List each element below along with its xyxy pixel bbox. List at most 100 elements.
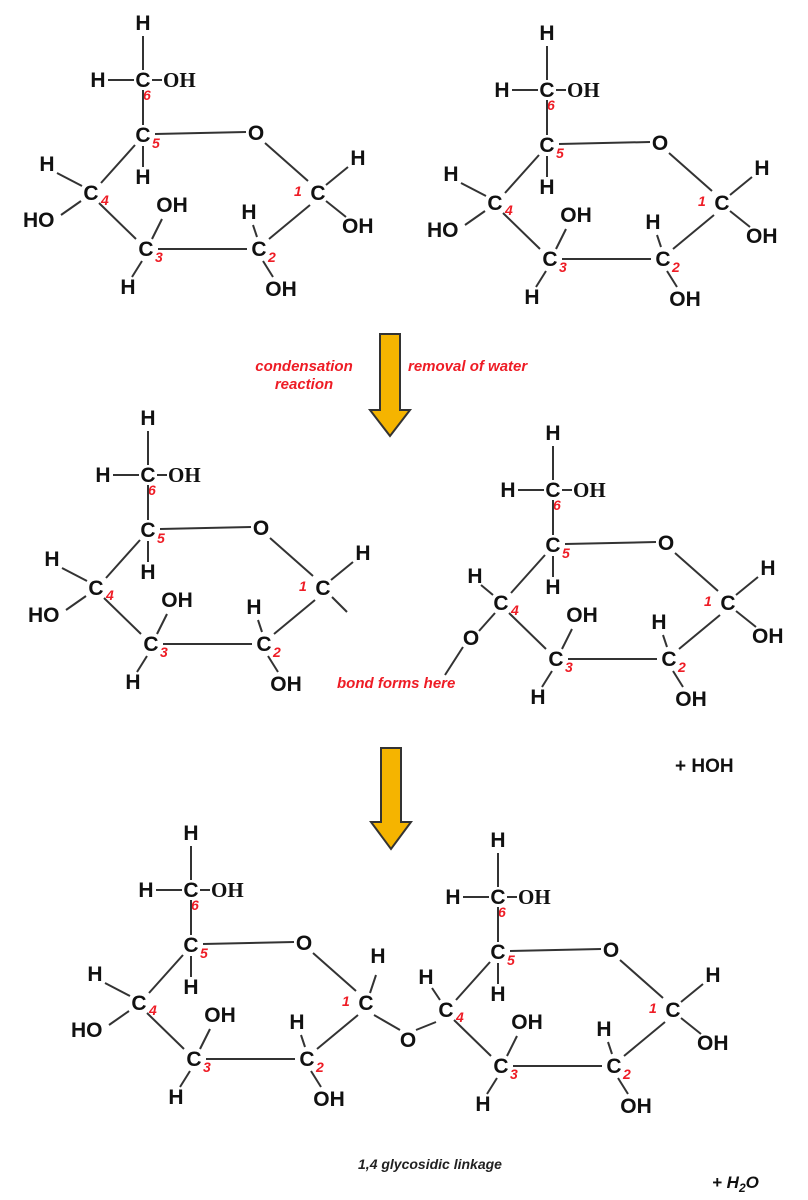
glycosidic-bridge: O: [373, 1014, 437, 1052]
bond-line: [269, 537, 314, 577]
carbon-number-2: 2: [622, 1066, 631, 1082]
hydrogen-atom: H: [475, 1093, 490, 1116]
hydrogen-atom: H: [138, 879, 153, 902]
carbon-5-atom: C: [183, 934, 198, 957]
bond-line: [325, 200, 347, 218]
carbon-number-1: 1: [698, 193, 706, 209]
hydroxyl-group: HO: [427, 219, 459, 242]
carbon-number-3: 3: [203, 1059, 211, 1075]
carbon-number-3: 3: [565, 659, 573, 675]
hydrogen-atom: H: [490, 829, 505, 852]
bond-line: [267, 655, 279, 673]
carbon-6-atom: C: [490, 886, 505, 909]
bond-line: [60, 200, 82, 216]
condensation-label-line1: condensation: [255, 358, 353, 375]
carbon-2-atom: C: [299, 1048, 314, 1071]
hydrogen-atom: H: [87, 963, 102, 986]
bond-forms-here-label: bond forms here: [337, 675, 455, 692]
bond-line: [108, 1010, 130, 1026]
hydrogen-atom: H: [350, 147, 365, 170]
hydroxyl-group: HO: [71, 1019, 103, 1042]
hydrogen-atom: H: [754, 157, 769, 180]
water-hoh-label: + HOH: [675, 756, 734, 777]
carbon-number-3: 3: [155, 249, 163, 265]
hydrogen-atom: H: [90, 69, 105, 92]
bond-line: [617, 1077, 629, 1095]
glycosidic-oxygen-atom: O: [400, 1029, 416, 1052]
ring-oxygen-atom: O: [296, 932, 312, 955]
hydroxyl-group: OH: [270, 673, 302, 696]
hydrogen-atom: H: [645, 211, 660, 234]
hydrogen-atom: H: [246, 596, 261, 619]
reaction-arrow-2: [369, 747, 413, 851]
ring-oxygen-atom: O: [652, 132, 668, 155]
water-h2o-prefix: + H: [712, 1173, 740, 1192]
hydrogen-atom: H: [418, 966, 433, 989]
hydrogen-atom: H: [596, 1018, 611, 1041]
bond-line: [735, 576, 759, 596]
hydroxyl-group: OH: [746, 225, 778, 248]
carbon-5-atom: C: [545, 534, 560, 557]
bond-line: [131, 260, 143, 278]
bond-line: [159, 526, 252, 530]
bond-line: [330, 561, 354, 581]
bond-line: [464, 210, 486, 226]
hydroxyl-group: HO: [28, 604, 60, 627]
hydrogen-atom: H: [44, 548, 59, 571]
bond-line: [104, 982, 131, 997]
carbon-6-atom: C: [539, 79, 554, 102]
bond-line: [502, 212, 541, 250]
carbon-4-atom: C: [88, 577, 103, 600]
hydrogen-atom: H: [490, 983, 505, 1006]
carbon-number-1: 1: [649, 1000, 657, 1016]
carbon-3-atom: C: [493, 1055, 508, 1078]
carbon-4-atom: C: [438, 999, 453, 1022]
hydrogen-atom: H: [140, 407, 155, 430]
bond-line: [668, 152, 713, 192]
bond-line: [455, 961, 491, 1001]
bond-line: [460, 182, 487, 197]
carbon-number-5: 5: [556, 145, 564, 161]
carbon-4-atom: C: [487, 192, 502, 215]
hydrogen-atom: H: [500, 479, 515, 502]
hydroxyl-group: OH: [620, 1095, 652, 1118]
carbon-number-4: 4: [504, 202, 513, 218]
hydrogen-atom: H: [39, 153, 54, 176]
carbon-number-5: 5: [507, 952, 515, 968]
water-h2o-oxygen: O: [746, 1173, 759, 1192]
bond-line: [555, 228, 567, 250]
hydroxyl-group: OH: [342, 215, 374, 238]
bond-line: [98, 202, 137, 240]
carbon-number-5: 5: [157, 530, 165, 546]
bond-line: [729, 176, 753, 196]
bond-line: [136, 655, 148, 673]
carbon-4-atom: C: [131, 992, 146, 1015]
bond-line: [480, 584, 494, 596]
carbon-1-atom: C: [714, 192, 729, 215]
ring-oxygen-atom: O: [603, 939, 619, 962]
hydrogen-atom: H: [183, 822, 198, 845]
bond-line: [535, 270, 547, 288]
bond-line: [268, 204, 311, 240]
bond-line: [273, 599, 316, 635]
bond-line: [672, 670, 684, 688]
carbon-number-5: 5: [562, 545, 570, 561]
hydrogen-atom: H: [241, 201, 256, 224]
carbon-number-1: 1: [342, 993, 350, 1009]
hydrogen-atom: H: [183, 976, 198, 999]
carbon-number-4: 4: [100, 192, 109, 208]
carbon-4-atom: C: [83, 182, 98, 205]
bond-line: [264, 142, 309, 182]
bond-line: [56, 172, 83, 187]
bond-line: [504, 154, 540, 194]
bond-line: [179, 1070, 191, 1088]
hydrogen-atom: H: [135, 12, 150, 35]
carbon-2-atom: C: [661, 648, 676, 671]
bond-line: [510, 554, 546, 594]
hydroxyl-group: OH: [265, 278, 297, 301]
hydroxyl-group: OH: [573, 478, 606, 502]
